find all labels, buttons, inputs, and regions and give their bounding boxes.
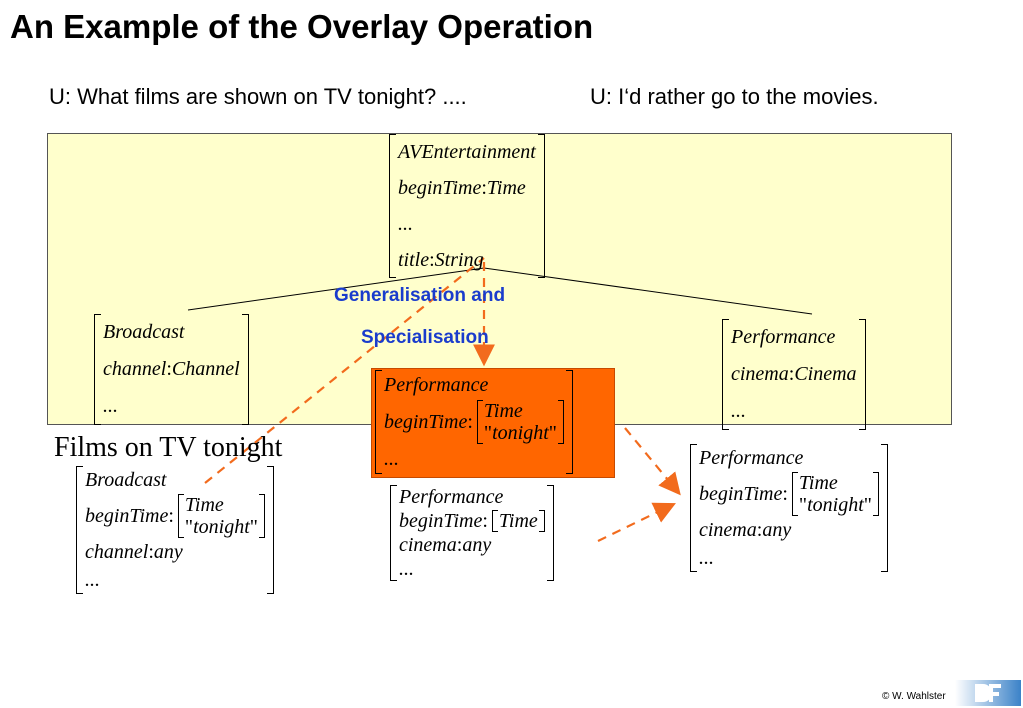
fs-performance-cinema: Performance cinema:Cinema ... xyxy=(722,319,866,430)
utterance-tv: U: What films are shown on TV tonight? .… xyxy=(49,84,467,109)
hierarchy-line-left xyxy=(187,267,485,311)
overlay-highlight xyxy=(371,368,615,478)
dfki-logo xyxy=(955,680,1021,706)
time-substructure: Time"tonight" xyxy=(177,494,265,538)
arrow-orange-to-result xyxy=(624,427,681,496)
gen-spec-label-1: Generalisation and xyxy=(334,285,506,306)
page-title: An Example of the Overlay Operation xyxy=(10,8,594,45)
fs-avEntertainment: AVEntertainment beginTime:Time ... title… xyxy=(389,134,545,278)
fs-overlay-performance: Performance beginTime: Time"tonight" ... xyxy=(375,370,573,474)
fs-type: AVEntertainment xyxy=(398,141,536,163)
films-label: Films on TV tonight xyxy=(54,432,283,463)
fs-broadcast: Broadcast channel:Channel ... xyxy=(94,314,249,425)
utterance-movies: U: I‘d rather go to the movies. xyxy=(590,84,879,109)
arrow-broadcast-to-top xyxy=(204,257,485,484)
fs-films-broadcast: Broadcast beginTime: Time"tonight" chann… xyxy=(76,466,274,594)
time-bracket: Time xyxy=(491,510,545,532)
fs-result-performance: Performance beginTime: Time"tonight" cin… xyxy=(690,444,888,572)
time-substructure: Time"tonight" xyxy=(476,400,564,444)
arrow-movies-to-result xyxy=(597,502,676,542)
gen-spec-label-2: Specialisation xyxy=(361,327,489,348)
time-substructure: Time"tonight" xyxy=(791,472,879,516)
hierarchy-line-right xyxy=(483,267,813,315)
copyright: © W. Wahlster xyxy=(882,691,946,702)
fs-movies-performance: Performance beginTime: Time cinema:any .… xyxy=(390,485,554,581)
